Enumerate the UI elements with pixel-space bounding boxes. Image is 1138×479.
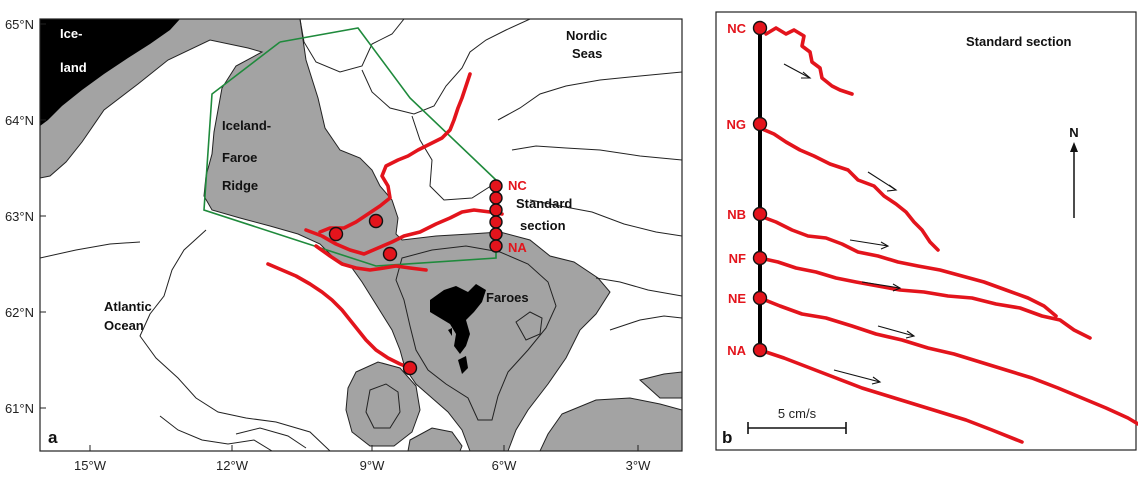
map-panel: 65°N 64°N 63°N 62°N 61°N 15°W 12°W 9°W 6…	[5, 17, 683, 473]
section-track-ng	[758, 126, 940, 252]
south-bank-2	[407, 427, 463, 451]
drifter-track-south	[266, 262, 412, 370]
lat-tick-label: 63°N	[5, 209, 34, 224]
atlantic-ocean-label: Atlantic	[104, 299, 152, 314]
section-station-marker	[752, 116, 768, 132]
section-station-label: NE	[728, 291, 746, 306]
contour-8	[609, 315, 682, 331]
section-track-nc	[764, 26, 854, 96]
panel-a-label: a	[48, 428, 58, 447]
contour-10	[40, 241, 141, 259]
north-arrow-icon	[1070, 142, 1078, 218]
section-station-label: NB	[727, 207, 746, 222]
section-station-label: NF	[729, 251, 746, 266]
faroe-inner-contour	[515, 311, 543, 341]
lon-tick-label: 3°W	[626, 458, 651, 473]
faroe-contour	[395, 245, 557, 421]
ridge-label: Iceland-	[222, 118, 271, 133]
station-marker	[328, 226, 344, 242]
station-marker	[489, 227, 503, 241]
faroes-label: Faroes	[486, 290, 529, 305]
section-panel: NC NG NB NF NE NA Standard section N 5 c…	[715, 11, 1138, 451]
lon-tick-label: 15°W	[74, 458, 107, 473]
atlantic-ocean-label: Ocean	[104, 318, 144, 333]
section-station-marker	[752, 250, 768, 266]
lat-tick-label: 62°N	[5, 305, 34, 320]
nordic-seas-label: Seas	[572, 46, 602, 61]
scale-bar-label: 5 cm/s	[778, 406, 817, 421]
faroes-islands	[430, 284, 486, 374]
velocity-direction-arrows	[783, 63, 916, 385]
section-station-label: NC	[727, 21, 746, 36]
lat-axis: 65°N 64°N 63°N 62°N 61°N	[5, 17, 46, 416]
standard-section-label: Standard	[516, 196, 572, 211]
contour-7	[595, 277, 682, 297]
contour-2	[361, 19, 531, 115]
station-marker	[489, 203, 503, 217]
station-marker	[489, 239, 503, 253]
lat-tick-label: 61°N	[5, 401, 34, 416]
panel-b-label: b	[722, 428, 732, 447]
station-marker	[382, 246, 398, 262]
contour-1	[299, 19, 405, 73]
drifter-track-ridge	[314, 244, 428, 272]
iceland-land	[40, 19, 180, 126]
standard-section-label: section	[520, 218, 566, 233]
contour-9	[139, 229, 331, 451]
lon-tick-label: 12°W	[216, 458, 249, 473]
section-track-ne	[758, 296, 1138, 426]
lon-axis: 15°W 12°W 9°W 6°W 3°W	[74, 445, 651, 473]
contour-11	[159, 415, 273, 451]
contour-3	[411, 115, 495, 201]
section-track-na	[758, 348, 1024, 444]
lat-tick-label: 65°N	[5, 17, 34, 32]
south-bank-3	[539, 397, 682, 451]
lat-tick-label: 64°N	[5, 113, 34, 128]
study-area-polygon	[203, 27, 497, 267]
lon-tick-label: 6°W	[492, 458, 517, 473]
iceland-label: land	[60, 60, 87, 75]
scale-bar	[747, 422, 847, 434]
map-frame	[39, 18, 683, 452]
station-marker	[402, 360, 418, 376]
ridge-label: Ridge	[222, 178, 258, 193]
station-marker	[489, 191, 503, 205]
drifter-track-middle	[304, 208, 504, 256]
north-label: N	[1069, 125, 1078, 140]
contour-6	[529, 199, 682, 237]
lon-tick-label: 9°W	[360, 458, 385, 473]
contour-12	[235, 427, 307, 449]
nordic-seas-label: Nordic	[566, 28, 607, 43]
section-track-nf	[758, 256, 1092, 340]
section-track-nb	[758, 214, 1058, 318]
station-marker	[489, 179, 503, 193]
station-nc-label: NC	[508, 178, 527, 193]
station-marker	[489, 215, 503, 229]
section-station-label: NG	[727, 117, 747, 132]
station-na-label: NA	[508, 240, 527, 255]
iceland-label: Ice-	[60, 26, 82, 41]
south-bank-1	[345, 361, 421, 447]
section-station-marker	[752, 206, 768, 222]
section-station-marker	[752, 290, 768, 306]
south-bank-4	[638, 371, 682, 399]
ridge-label: Faroe	[222, 150, 257, 165]
contour-5	[511, 145, 682, 161]
section-station-marker	[752, 20, 768, 36]
contour-4	[497, 71, 682, 121]
section-frame	[715, 11, 1137, 451]
station-marker	[368, 213, 384, 229]
iceland-shelf	[40, 19, 611, 451]
drifter-track-north	[318, 72, 472, 234]
section-station-marker	[752, 342, 768, 358]
section-title: Standard section	[966, 34, 1072, 49]
section-station-label: NA	[727, 343, 746, 358]
bank-inner-contour	[365, 383, 401, 429]
